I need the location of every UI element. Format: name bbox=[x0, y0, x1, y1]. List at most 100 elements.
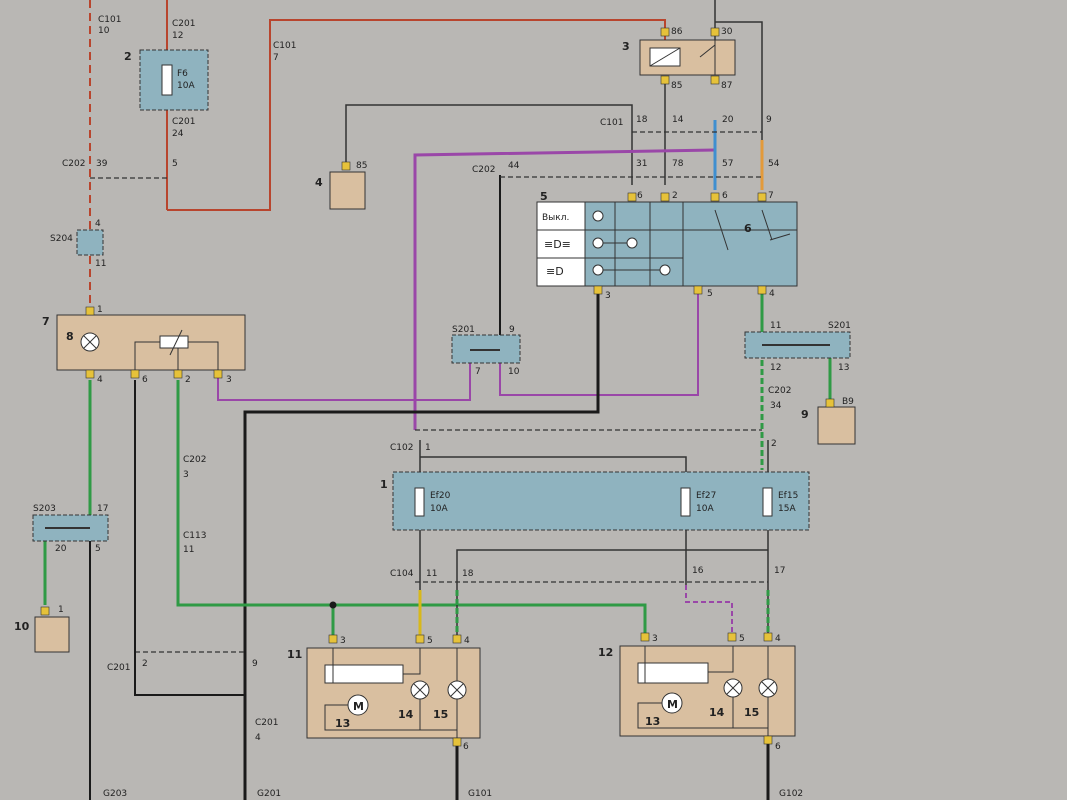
splice-s201-middle bbox=[451, 334, 521, 364]
pin-c101-10: 10 bbox=[98, 26, 110, 36]
pin-c201-2: 2 bbox=[142, 659, 148, 669]
component-number-9: 9 bbox=[801, 408, 809, 421]
pin-c101-9: 9 bbox=[766, 115, 772, 125]
pin-s201-7: 7 bbox=[475, 367, 481, 377]
wire-green-k7-2 bbox=[176, 380, 647, 640]
splice-s201-right bbox=[744, 331, 851, 359]
pin-10-1: 1 bbox=[58, 605, 64, 615]
pin-c101-20: 20 bbox=[722, 115, 734, 125]
pin-switch-6: 6 bbox=[637, 191, 643, 201]
pin-c201-4: 4 bbox=[255, 733, 261, 743]
pin-k7-1: 1 bbox=[97, 305, 103, 315]
fuse-f6-rating: 10A bbox=[177, 81, 195, 91]
module-11: M 11 13 14 15 bbox=[287, 647, 481, 739]
lowbeam-icon: ≡D bbox=[546, 265, 564, 278]
motor-label-11: M bbox=[353, 700, 364, 713]
pin-s203-20: 20 bbox=[55, 544, 67, 554]
wire-m11-4 bbox=[456, 549, 768, 640]
pin-b9: B9 bbox=[842, 397, 854, 407]
pin-78: 78 bbox=[672, 159, 684, 169]
pin-k7-4: 4 bbox=[97, 375, 103, 385]
pin-m11-5: 5 bbox=[427, 636, 433, 646]
component-number-11: 11 bbox=[287, 648, 302, 661]
switch-off-label: Выкл. bbox=[542, 213, 569, 223]
pin-relay-87: 87 bbox=[721, 81, 732, 91]
pin-54: 54 bbox=[768, 159, 780, 169]
pin-s204-11: 11 bbox=[95, 259, 106, 269]
pin-relay-85: 85 bbox=[671, 81, 682, 91]
pin-c202-2: 2 bbox=[771, 439, 777, 449]
component-4: 4 bbox=[315, 171, 366, 210]
wire-feed-ef27 bbox=[420, 456, 687, 585]
component-number-10: 10 bbox=[14, 620, 30, 633]
component-10: 10 bbox=[14, 616, 70, 653]
wire-violet-k7-3 bbox=[217, 360, 471, 401]
junction-333 bbox=[329, 601, 337, 609]
component-number-13-b: 13 bbox=[645, 715, 660, 728]
pin-k7-2: 2 bbox=[185, 375, 191, 385]
fuse-box-2: F6 10A 2 bbox=[124, 49, 209, 111]
label-s204: S204 bbox=[50, 234, 73, 244]
pin-switch-7: 7 bbox=[768, 191, 774, 201]
pin-c101-7: 7 bbox=[273, 53, 279, 63]
label-c201-a: C201 bbox=[172, 19, 195, 29]
splice-s204 bbox=[76, 229, 104, 256]
label-s201-b: S201 bbox=[828, 321, 851, 331]
pin-c202-3: 3 bbox=[183, 470, 189, 480]
component-number-14-b: 14 bbox=[709, 706, 725, 719]
pin-s201r-11: 11 bbox=[770, 321, 781, 331]
pin-relay-30: 30 bbox=[721, 27, 733, 37]
pin-markers bbox=[40, 27, 835, 747]
fuse-ef27-rating: 10A bbox=[696, 504, 714, 514]
component-number-4: 4 bbox=[315, 176, 323, 189]
light-switch-5: Выкл. ≡D≡ ≡D 5 6 bbox=[536, 190, 798, 287]
component-number-15-a: 15 bbox=[433, 708, 448, 721]
pin-c101-14: 14 bbox=[672, 115, 684, 125]
relay-3: 3 bbox=[622, 39, 736, 76]
component-number-13-a: 13 bbox=[335, 717, 350, 730]
fuse-f6-name: F6 bbox=[177, 69, 188, 79]
pin-switch-4: 4 bbox=[769, 289, 775, 299]
pin-k7-6: 6 bbox=[142, 375, 148, 385]
wire-black-c4-85 bbox=[345, 104, 633, 185]
motor-label-12: M bbox=[667, 698, 678, 711]
label-c202-c: C202 bbox=[768, 386, 791, 396]
pin-m12-4: 4 bbox=[775, 634, 781, 644]
pin-s201r-13: 13 bbox=[838, 363, 849, 373]
pin-s203-5: 5 bbox=[95, 544, 101, 554]
pin-m11-3: 3 bbox=[340, 636, 346, 646]
pin-c201-12: 12 bbox=[172, 31, 183, 41]
wire-red-loop bbox=[167, 19, 666, 211]
pin-c201-5: 5 bbox=[172, 159, 178, 169]
pin-m11-6: 6 bbox=[463, 742, 469, 752]
label-c202-b: C202 bbox=[472, 165, 495, 175]
fuse-ef15-rating: 15A bbox=[778, 504, 796, 514]
pin-s201r-12: 12 bbox=[770, 363, 781, 373]
pin-switch-3: 3 bbox=[605, 291, 611, 301]
wire-black-k7-6 bbox=[134, 380, 245, 696]
pin-c101-18: 18 bbox=[636, 115, 648, 125]
fuse-block-1: Ef20 10A Ef27 10A Ef15 15A 1 bbox=[380, 471, 810, 531]
ground-g102: G102 bbox=[779, 789, 803, 799]
fuse-ef20-rating: 10A bbox=[430, 504, 448, 514]
pin-57: 57 bbox=[722, 159, 733, 169]
pin-c201-9: 9 bbox=[252, 659, 258, 669]
label-s201-a: S201 bbox=[452, 325, 475, 335]
component-number-1: 1 bbox=[380, 478, 388, 491]
component-number-8: 8 bbox=[66, 330, 74, 343]
pin-c104-17: 17 bbox=[774, 566, 785, 576]
component-number-15-b: 15 bbox=[744, 706, 759, 719]
component-number-2: 2 bbox=[124, 50, 132, 63]
pin-s201-10: 10 bbox=[508, 367, 520, 377]
fuse-ef20-name: Ef20 bbox=[430, 491, 451, 501]
module-12: M 12 13 14 15 bbox=[598, 645, 796, 737]
ground-g203: G203 bbox=[103, 789, 127, 799]
pin-switch-5: 5 bbox=[707, 289, 713, 299]
pin-c104-18: 18 bbox=[462, 569, 474, 579]
label-c201-c: C201 bbox=[107, 663, 130, 673]
wire-black-30-9 bbox=[715, 21, 763, 185]
component-number-5: 5 bbox=[540, 190, 548, 203]
component-number-14-a: 14 bbox=[398, 708, 414, 721]
fuse-ef27-name: Ef27 bbox=[696, 491, 716, 501]
label-c201-d: C201 bbox=[255, 718, 278, 728]
